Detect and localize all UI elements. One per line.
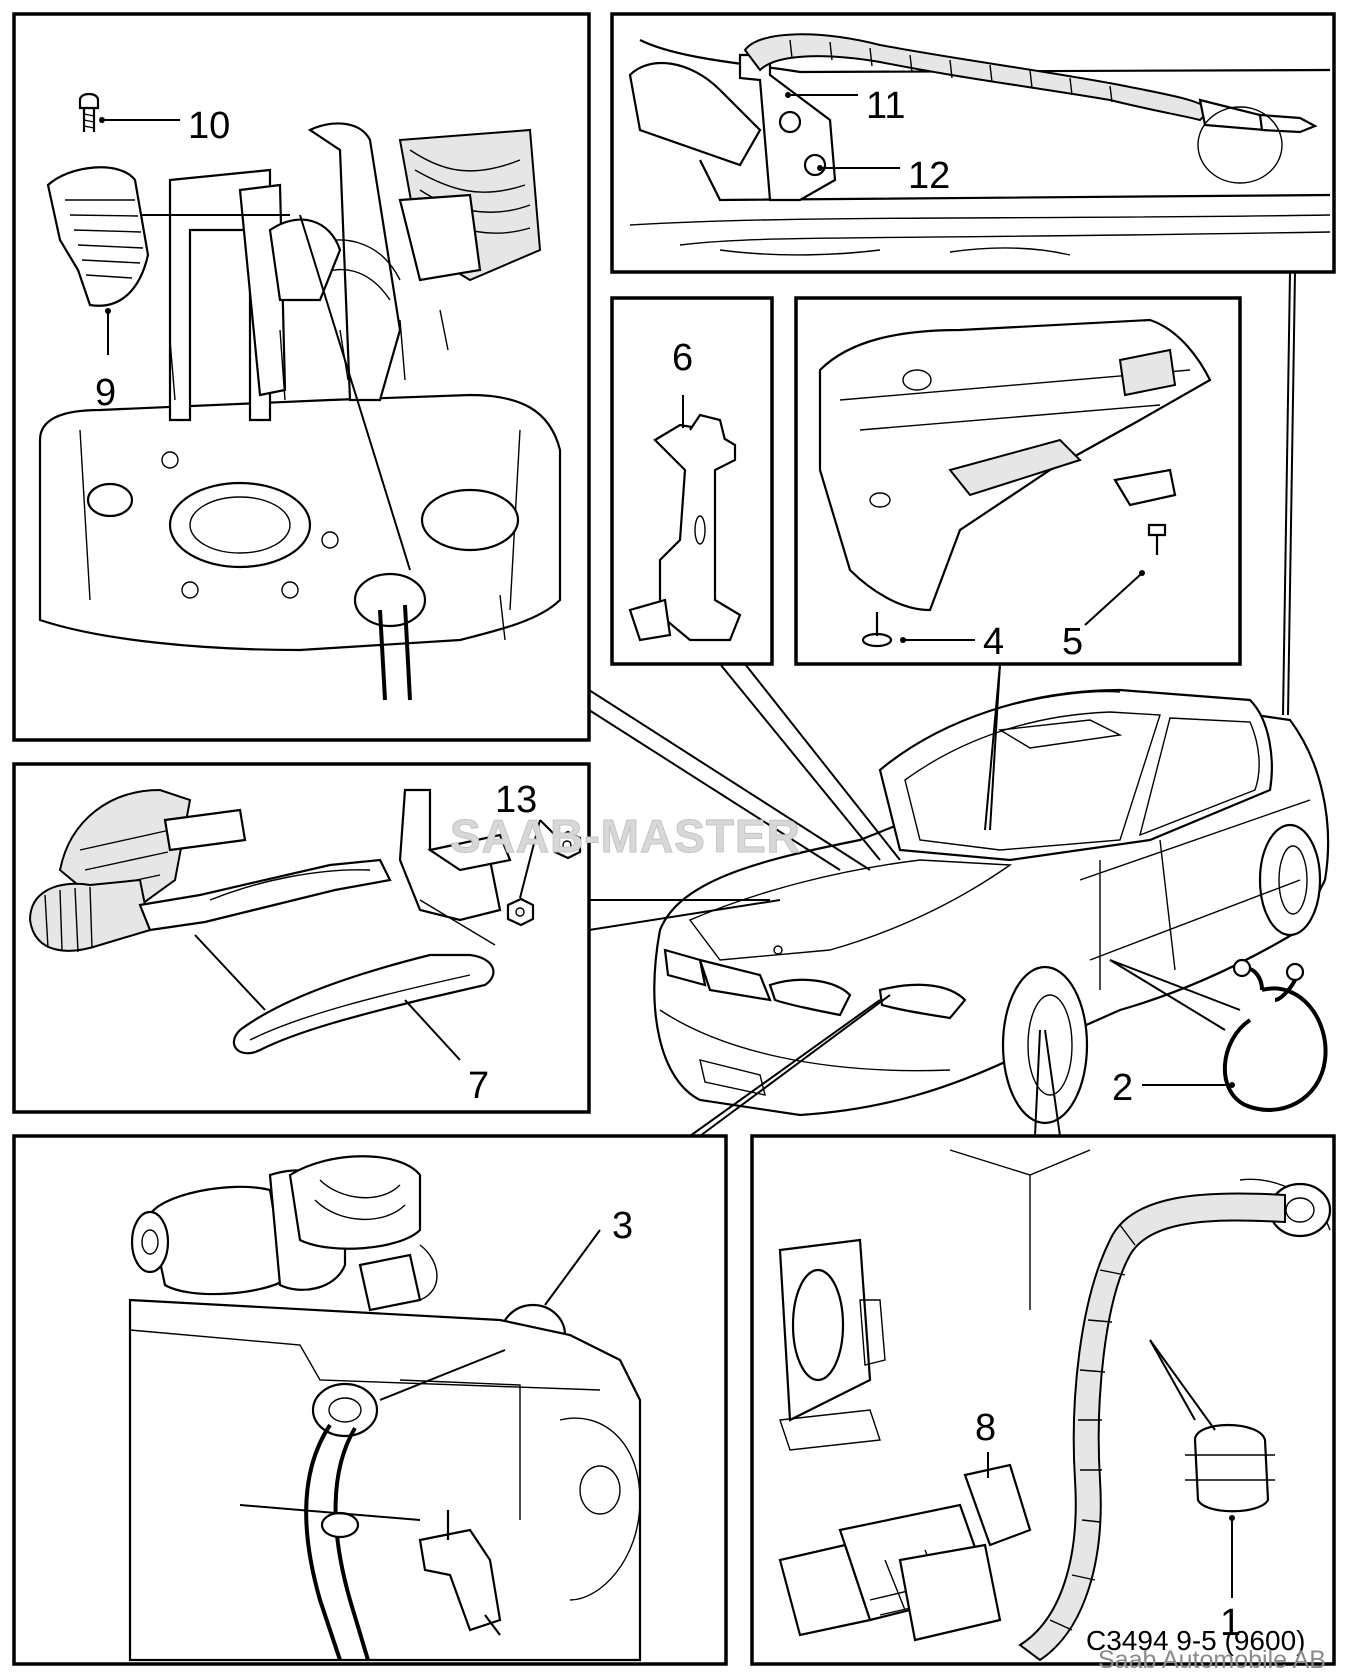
callout-5: 5 bbox=[1062, 621, 1083, 663]
callout-10: 10 bbox=[188, 105, 230, 147]
panel-dashboard-speaker: 10 9 bbox=[12, 12, 591, 742]
panel-antenna-bracket: 11 12 bbox=[610, 12, 1336, 274]
callout-7: 7 bbox=[468, 1065, 489, 1107]
car-illustration bbox=[653, 688, 1330, 1125]
figure-reference: C3494 9-5 (9600) bbox=[1086, 1625, 1305, 1656]
callout-4: 4 bbox=[983, 621, 1004, 663]
pointer-lines bbox=[588, 271, 1296, 1137]
callout-9: 9 bbox=[95, 372, 116, 414]
callout-1: 1 bbox=[1220, 1602, 1241, 1644]
panel-wiper-motor: 3 bbox=[12, 1134, 728, 1666]
callout-3: 3 bbox=[612, 1205, 633, 1247]
panel-clip: 6 bbox=[610, 296, 774, 666]
ring-clip: 2 bbox=[1112, 958, 1328, 1112]
panel-harness-bracket: 13 7 bbox=[12, 762, 591, 1114]
panel-wheel-arch-harness: 8 1 bbox=[750, 1134, 1336, 1666]
footer-credit: Saab Automobile AB bbox=[1098, 1646, 1326, 1674]
callout-8: 8 bbox=[975, 1407, 996, 1449]
panel-dash-tray: 4 5 bbox=[794, 296, 1242, 666]
callout-13: 13 bbox=[495, 779, 537, 821]
callout-2: 2 bbox=[1112, 1067, 1133, 1109]
callout-11: 11 bbox=[866, 85, 905, 127]
callout-6: 6 bbox=[672, 337, 693, 379]
callout-12: 12 bbox=[908, 155, 950, 197]
watermark: SAAB-MASTER bbox=[450, 810, 801, 862]
